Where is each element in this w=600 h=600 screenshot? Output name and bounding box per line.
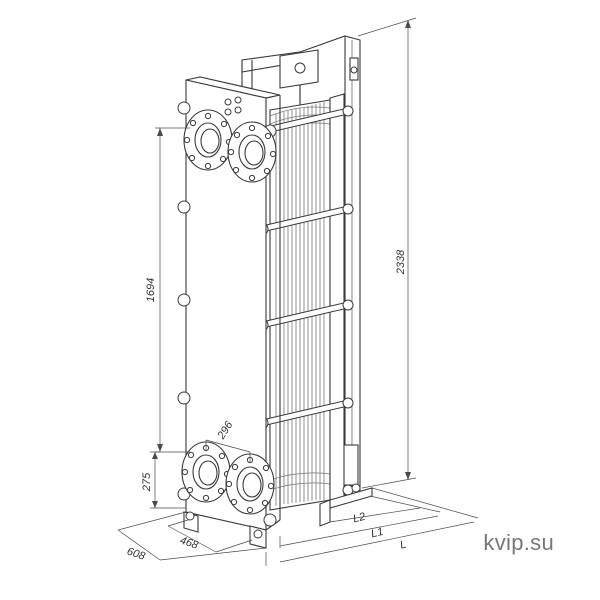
pressure-plate xyxy=(329,93,345,505)
dimension-height-total: 2338 xyxy=(357,17,417,489)
dimension-lengths: L2 L1 L xyxy=(265,487,479,566)
lower-port-flanges xyxy=(181,441,275,515)
dimension-height-total-label: 2338 xyxy=(395,249,407,275)
watermark-text: kvip.su xyxy=(483,530,554,555)
dimension-port-offset: 275 xyxy=(141,451,186,509)
dimension-frame-width-outer-label: 608 xyxy=(125,546,147,563)
dimension-port-offset-label: 275 xyxy=(141,472,153,492)
dimension-frame-width-inner-label: 468 xyxy=(178,535,200,552)
dimension-length-l1-label: L1 xyxy=(370,526,385,541)
dimension-height-ports: 1694 xyxy=(145,127,190,453)
dimension-length-l2-label: L2 xyxy=(352,511,367,526)
dimension-length-l-label: L xyxy=(399,539,408,552)
plate-pack xyxy=(269,99,331,511)
upper-port-flanges xyxy=(183,109,277,183)
base-feet xyxy=(183,483,373,549)
dimension-height-ports-label: 1694 xyxy=(145,278,157,302)
dimension-frame-width: 468 608 xyxy=(117,511,267,563)
